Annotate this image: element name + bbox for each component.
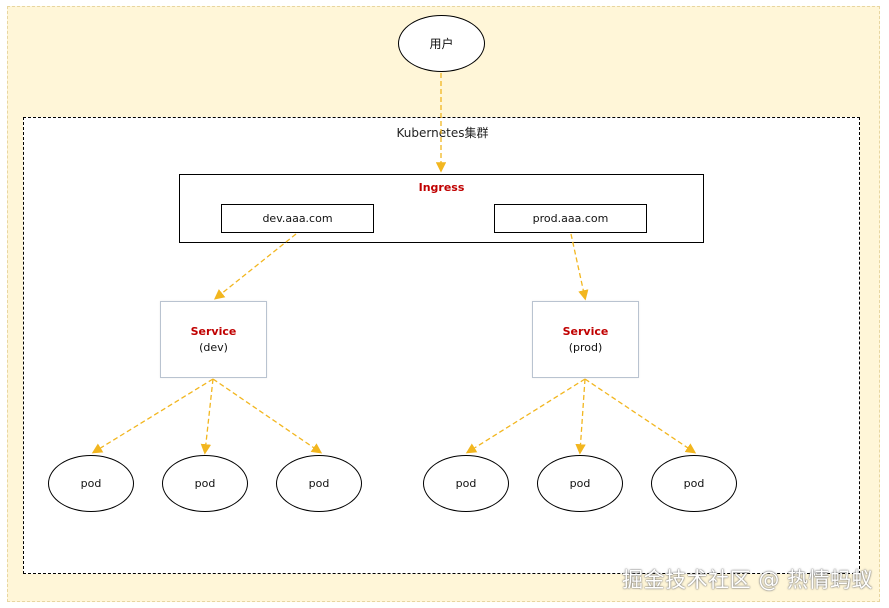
service-prod: Service (prod) <box>532 301 639 378</box>
arrow-service-dev-to-pod1 <box>91 378 214 454</box>
pod-dev-2: pod <box>162 455 248 512</box>
watermark: 掘金技术社区 @ 热情蚂蚁 <box>622 568 873 592</box>
host-dev: dev.aaa.com <box>221 204 374 233</box>
service-dev: Service (dev) <box>160 301 267 378</box>
cluster-label: Kubernetes集群 <box>396 126 489 140</box>
service-prod-title: Service <box>562 325 609 338</box>
pod-dev-3: pod <box>276 455 362 512</box>
ingress-title: Ingress <box>418 181 465 194</box>
pod-dev-1: pod <box>48 455 134 512</box>
user-node: 用户 <box>398 15 485 72</box>
service-dev-env: (dev) <box>199 341 228 354</box>
arrow-dev-host-to-service <box>213 233 297 300</box>
service-dev-title: Service <box>190 325 237 338</box>
pod-prod-3: pod <box>651 455 737 512</box>
arrow-service-dev-to-pod3 <box>212 378 323 454</box>
arrow-service-prod-to-pod3 <box>584 378 697 454</box>
arrow-prod-host-to-service <box>570 233 589 301</box>
pod-prod-1: pod <box>423 455 509 512</box>
arrow-service-prod-to-pod1 <box>465 378 586 454</box>
arrow-service-dev-to-pod2 <box>200 378 214 455</box>
service-prod-env: (prod) <box>568 341 603 354</box>
pod-prod-2: pod <box>537 455 623 512</box>
host-prod: prod.aaa.com <box>494 204 647 233</box>
arrow-service-prod-to-pod2 <box>575 378 586 455</box>
